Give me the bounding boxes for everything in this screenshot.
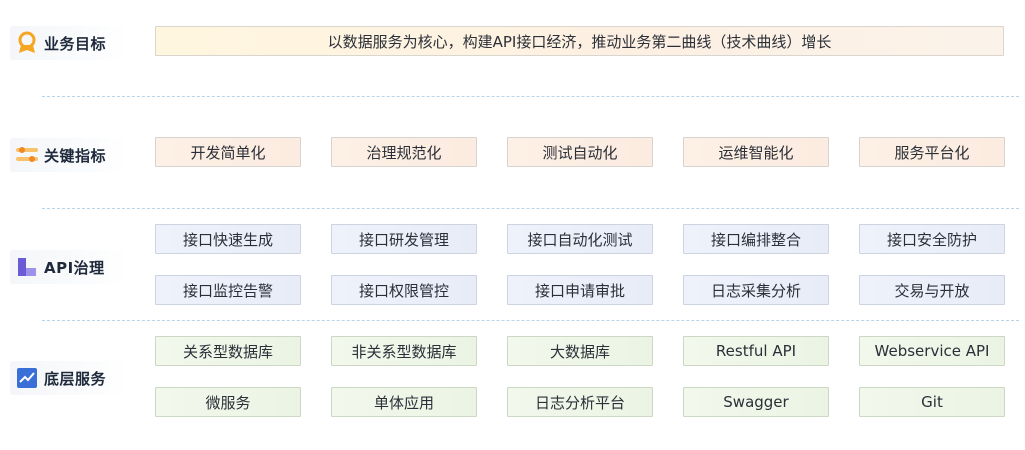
base-service-box: 关系型数据库 <box>155 336 301 366</box>
api-governance-box: 接口申请审批 <box>507 275 653 305</box>
kpi-box: 开发简单化 <box>155 137 301 167</box>
row-label-api-governance: API治理 <box>10 250 128 284</box>
kpi-box: 测试自动化 <box>507 137 653 167</box>
api-governance-box: 接口监控告警 <box>155 275 301 305</box>
layers-icon <box>10 250 44 284</box>
kpi-box: 运维智能化 <box>683 137 829 167</box>
row-label-business-goal: 业务目标 <box>10 26 128 60</box>
separator <box>42 320 1019 321</box>
medal-icon <box>10 26 44 60</box>
api-governance-box: 接口编排整合 <box>683 224 829 254</box>
api-governance-box: 接口快速生成 <box>155 224 301 254</box>
kpi-box: 服务平台化 <box>859 137 1005 167</box>
base-service-box: 微服务 <box>155 387 301 417</box>
business-goal-box: 以数据服务为核心，构建API接口经济，推动业务第二曲线（技术曲线）增长 <box>155 26 1004 56</box>
row-label-key-indicators: 关键指标 <box>10 138 128 172</box>
api-governance-box: 交易与开放 <box>859 275 1005 305</box>
base-service-box: Git <box>859 387 1005 417</box>
base-service-box: 单体应用 <box>331 387 477 417</box>
separator <box>42 208 1019 209</box>
base-service-box: Restful API <box>683 336 829 366</box>
trend-chart-icon <box>10 361 44 395</box>
sliders-icon <box>10 138 44 172</box>
api-governance-box: 日志采集分析 <box>683 275 829 305</box>
api-governance-box: 接口权限管控 <box>331 275 477 305</box>
api-governance-box: 接口研发管理 <box>331 224 477 254</box>
base-service-box: 非关系型数据库 <box>331 336 477 366</box>
base-service-box: Webservice API <box>859 336 1005 366</box>
base-service-box: Swagger <box>683 387 829 417</box>
kpi-box: 治理规范化 <box>331 137 477 167</box>
api-governance-box: 接口自动化测试 <box>507 224 653 254</box>
base-service-box: 日志分析平台 <box>507 387 653 417</box>
separator <box>42 96 1019 97</box>
api-governance-box: 接口安全防护 <box>859 224 1005 254</box>
row-label-base-services: 底层服务 <box>10 361 128 395</box>
base-service-box: 大数据库 <box>507 336 653 366</box>
